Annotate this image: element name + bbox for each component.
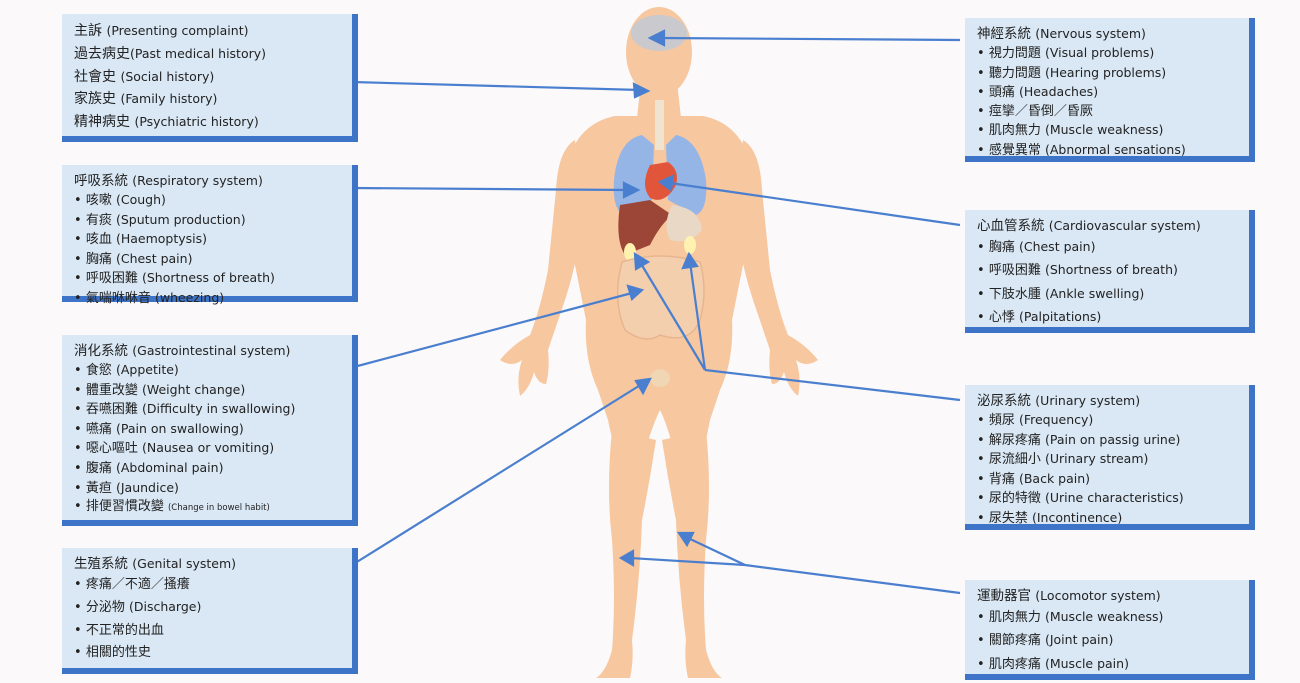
locomotor-title: 運動器官 (Locomotor system) bbox=[977, 586, 1239, 606]
respiratory-title: 呼吸系統 (Respiratory system) bbox=[74, 171, 342, 191]
trachea-shape bbox=[655, 100, 664, 150]
symptom-item: • 頭痛 (Headaches) bbox=[977, 83, 1239, 103]
nervous-box: 神經系統 (Nervous system) • 視力問題 (Visual pro… bbox=[965, 18, 1255, 162]
bladder-shape bbox=[650, 369, 670, 387]
genital-title: 生殖系統 (Genital system) bbox=[74, 554, 342, 574]
symptom-item: • 下肢水腫 (Ankle swelling) bbox=[977, 283, 1239, 306]
symptom-item: • 呼吸困難 (Shortness of breath) bbox=[74, 269, 342, 289]
symptom-item: • 心悸 (Palpitations) bbox=[977, 306, 1239, 329]
history-item: 過去病史(Past medical history) bbox=[74, 43, 342, 66]
symptom-item: • 胸痛 (Chest pain) bbox=[74, 250, 342, 270]
symptom-item: • 呼吸困難 (Shortness of breath) bbox=[977, 259, 1239, 282]
symptom-item: • 尿失禁 (Incontinence) bbox=[977, 509, 1239, 529]
gastro-box: 消化系統 (Gastrointestinal system) • 食慾 (App… bbox=[62, 335, 358, 526]
symptom-item: • 痙攣／昏倒／昏厥 bbox=[977, 103, 1239, 122]
history-item: 精神病史 (Psychiatric history) bbox=[74, 111, 342, 134]
locomotor-box: 運動器官 (Locomotor system) • 肌肉無力 (Muscle w… bbox=[965, 580, 1255, 680]
symptom-item: • 腹痛 (Abdominal pain) bbox=[74, 459, 342, 479]
gastro-title: 消化系統 (Gastrointestinal system) bbox=[74, 341, 342, 361]
symptom-item: • 不正常的出血 bbox=[74, 620, 342, 642]
urinary-title: 泌尿系統 (Urinary system) bbox=[977, 391, 1239, 411]
cardio-box: 心血管系統 (Cardiovascular system) • 胸痛 (Ches… bbox=[965, 210, 1255, 333]
symptom-item: • 視力問題 (Visual problems) bbox=[977, 44, 1239, 64]
symptom-item: • 有痰 (Sputum production) bbox=[74, 211, 342, 231]
symptom-item: • 吞嚥困難 (Difficulty in swallowing) bbox=[74, 400, 342, 420]
symptom-item: • 相關的性史 bbox=[74, 642, 342, 664]
symptom-item: • 排便習慣改變 (Change in bowel habit) bbox=[74, 498, 342, 518]
nervous-title: 神經系統 (Nervous system) bbox=[977, 24, 1239, 44]
genital-box: 生殖系統 (Genital system) • 疼痛／不適／搔癢 • 分泌物 (… bbox=[62, 548, 358, 674]
cardio-title: 心血管系統 (Cardiovascular system) bbox=[977, 216, 1239, 236]
symptom-item: • 解尿疼痛 (Pain on passig urine) bbox=[977, 431, 1239, 451]
symptom-item: • 食慾 (Appetite) bbox=[74, 361, 342, 381]
symptom-item: • 尿的特徵 (Urine characteristics) bbox=[977, 489, 1239, 509]
symptom-item: • 體重改變 (Weight change) bbox=[74, 381, 342, 401]
respiratory-box: 呼吸系統 (Respiratory system) • 咳嗽 (Cough) •… bbox=[62, 165, 358, 302]
symptom-item: • 噁心嘔吐 (Nausea or vomiting) bbox=[74, 439, 342, 459]
symptom-item: • 胸痛 (Chest pain) bbox=[977, 236, 1239, 259]
symptom-item: • 肌肉無力 (Muscle weakness) bbox=[977, 121, 1239, 141]
symptom-item: • 感覺異常 (Abnormal sensations) bbox=[977, 141, 1239, 161]
history-item: 家族史 (Family history) bbox=[74, 88, 342, 111]
symptom-item: • 背痛 (Back pain) bbox=[977, 470, 1239, 490]
symptom-item: • 聽力問題 (Hearing problems) bbox=[977, 64, 1239, 84]
symptom-item: • 尿流細小 (Urinary stream) bbox=[977, 450, 1239, 470]
symptom-item: • 氣喘咻咻音 (wheezing) bbox=[74, 289, 342, 309]
symptom-item: • 咳嗽 (Cough) bbox=[74, 191, 342, 211]
symptom-item: • 關節疼痛 (Joint pain) bbox=[977, 629, 1239, 652]
history-item: 主訴 (Presenting complaint) bbox=[74, 20, 342, 43]
kidney-right-shape bbox=[684, 236, 696, 254]
symptom-item: • 肌肉無力 (Muscle weakness) bbox=[977, 606, 1239, 629]
history-item: 社會史 (Social history) bbox=[74, 66, 342, 89]
symptom-item: • 疼痛／不適／搔癢 bbox=[74, 574, 342, 596]
symptom-item: • 肌肉疼痛 (Muscle pain) bbox=[977, 653, 1239, 676]
symptom-item: • 分泌物 (Discharge) bbox=[74, 596, 342, 619]
symptom-item: • 黃疸 (Jaundice) bbox=[74, 479, 342, 499]
symptom-item: • 咳血 (Haemoptysis) bbox=[74, 230, 342, 250]
history-box: 主訴 (Presenting complaint) 過去病史(Past medi… bbox=[62, 14, 358, 142]
urinary-box: 泌尿系統 (Urinary system) • 頻尿 (Frequency) •… bbox=[965, 385, 1255, 530]
symptom-item: • 嚥痛 (Pain on swallowing) bbox=[74, 420, 342, 440]
symptom-item: • 頻尿 (Frequency) bbox=[977, 411, 1239, 431]
